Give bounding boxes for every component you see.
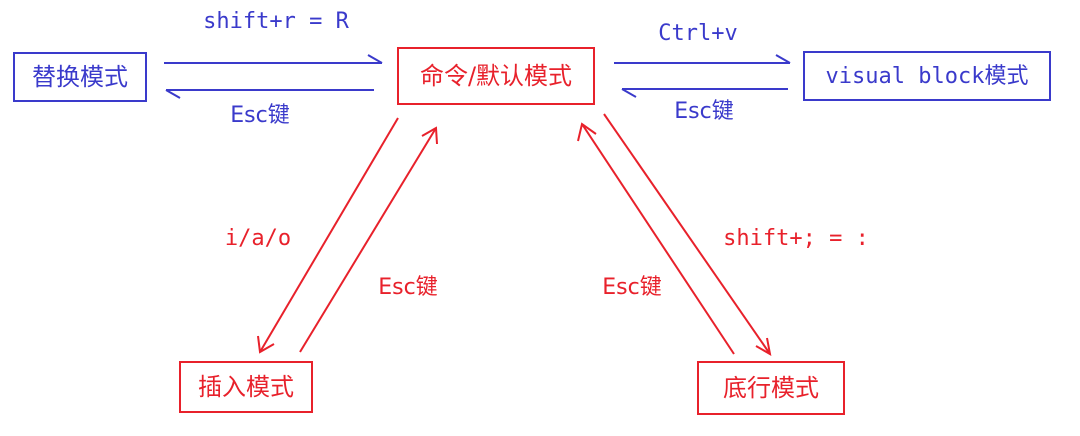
command-mode-label: 命令/默认模式	[420, 62, 572, 90]
visual-block-mode-box	[803, 51, 1051, 101]
arrow-to-insert	[257, 117, 399, 354]
arrow-from-insert	[299, 126, 438, 353]
label-to-insert: i/a/o	[225, 226, 291, 251]
insert-mode-box	[179, 361, 313, 413]
arrow-from-last-line	[577, 122, 735, 355]
node-replace-mode: 替换模式	[13, 52, 147, 102]
last-line-mode-box	[697, 361, 845, 415]
replace-mode-box	[13, 52, 147, 102]
arrow-from-visual-block	[621, 88, 788, 98]
label-from-visual-block: Esc键	[674, 99, 733, 124]
node-command-mode: 命令/默认模式	[397, 47, 595, 105]
node-visual-block-mode: visual block模式	[803, 51, 1051, 101]
arrow-to-visual-block	[614, 54, 791, 64]
label-from-last-line: Esc键	[602, 275, 661, 300]
label-to-replace: shift+r = R	[203, 9, 349, 34]
node-insert-mode: 插入模式	[179, 361, 313, 413]
label-from-insert: Esc键	[378, 275, 437, 300]
insert-mode-label: 插入模式	[198, 373, 294, 401]
node-last-line-mode: 底行模式	[697, 361, 845, 415]
command-mode-box	[397, 47, 595, 105]
replace-mode-label: 替换模式	[32, 63, 128, 91]
arrow-to-replace	[164, 54, 383, 64]
arrow-from-replace	[165, 89, 374, 99]
label-to-visual-block: Ctrl+v	[658, 21, 737, 46]
last-line-mode-label: 底行模式	[723, 374, 819, 402]
label-from-replace: Esc键	[230, 103, 289, 128]
label-to-last-line: shift+; = :	[723, 226, 869, 251]
visual-block-mode-label: visual block模式	[826, 64, 1029, 89]
arrow-to-last-line	[603, 113, 772, 356]
